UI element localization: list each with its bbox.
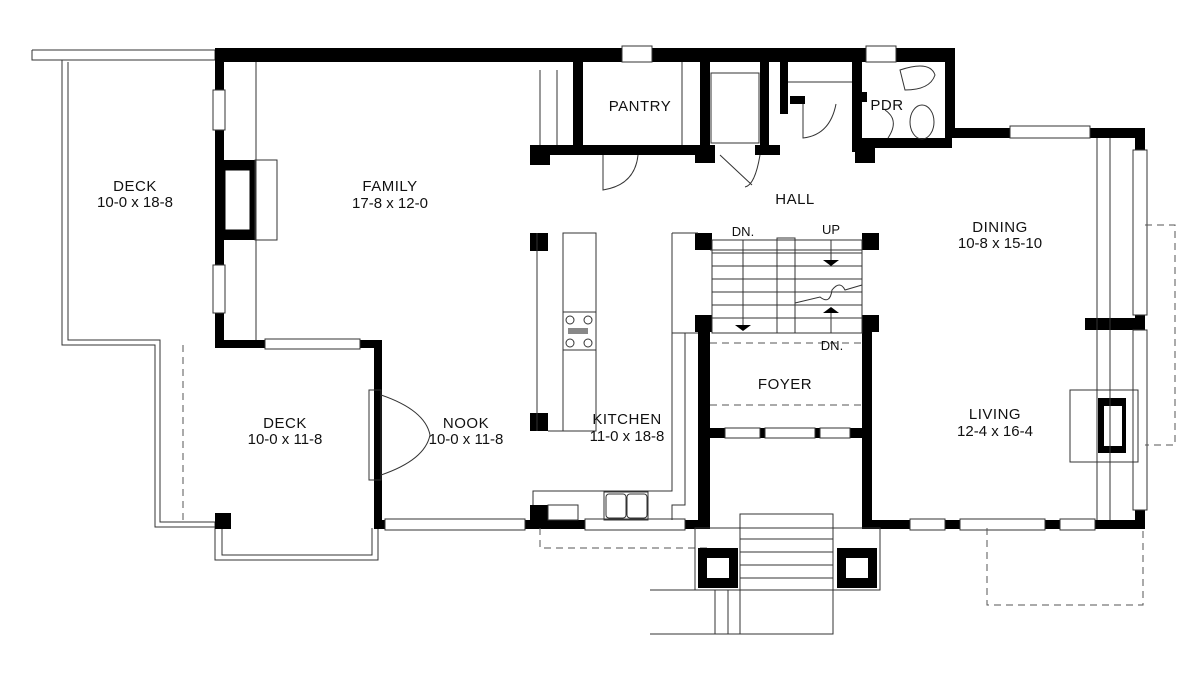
doors xyxy=(368,103,894,481)
fireplace-family xyxy=(224,159,278,241)
nook-name: NOOK xyxy=(443,415,489,432)
kitchen-name: KITCHEN xyxy=(592,411,661,428)
deck-upper-outline xyxy=(31,49,216,528)
staircase[interactable] xyxy=(710,237,863,406)
foyer-name: FOYER xyxy=(758,376,812,393)
deck-upper-name: DECK xyxy=(113,178,157,195)
nook-size: 10-0 x 11-8 xyxy=(429,431,504,448)
deck-lower-outline xyxy=(182,345,379,561)
hall-name: HALL xyxy=(775,191,815,208)
cooktop-icon xyxy=(562,311,597,351)
dining-name: DINING xyxy=(972,219,1028,236)
front-entry xyxy=(539,224,1176,635)
deck-lower-name: DECK xyxy=(263,415,307,432)
fireplace-living xyxy=(1069,389,1139,463)
pdr-name: PDR xyxy=(870,97,903,114)
deck-upper-size: 10-0 x 18-8 xyxy=(97,194,173,211)
windows xyxy=(212,45,1148,531)
walls xyxy=(215,48,1145,529)
sink-icon xyxy=(605,493,648,519)
stairs-down-lower-label: DN. xyxy=(821,338,843,353)
family-name: FAMILY xyxy=(362,178,417,195)
stairs-down-label: DN. xyxy=(732,224,754,239)
stairs-up-label: UP xyxy=(822,222,840,237)
dining-size: 10-8 x 15-10 xyxy=(958,235,1042,252)
kitchen-size: 11-0 x 18-8 xyxy=(590,428,665,445)
family-size: 17-8 x 12-0 xyxy=(352,195,428,212)
pantry-name: PANTRY xyxy=(609,98,671,115)
living-name: LIVING xyxy=(969,406,1021,423)
deck-lower-size: 10-0 x 11-8 xyxy=(248,431,323,448)
living-size: 12-4 x 16-4 xyxy=(957,423,1033,440)
